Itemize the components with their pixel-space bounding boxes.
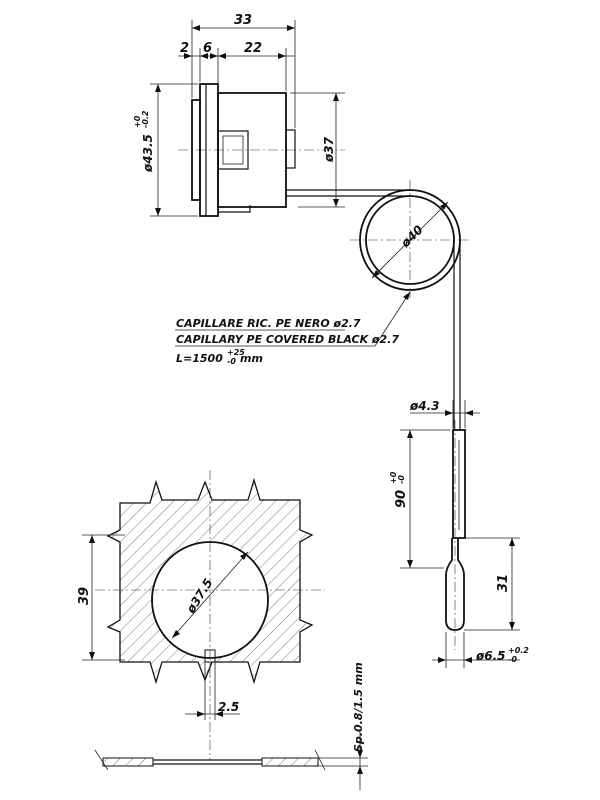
note-line-1: CAPILLARE RIC. PE NERO ø2.7 [176,317,361,330]
note-line-3: L=1500 [176,352,223,365]
note-line-2: CAPILLARY PE COVERED BLACK ø2.7 [176,333,399,346]
note-line-3-tol-lower: -0 [227,357,236,366]
panel-section-view: Sp.0.8/1.5 mm [94,662,368,790]
cutout-height-label: 39 [77,587,92,605]
front-diameter-label: ø43.5 [141,134,155,173]
probe-tol-lower: -0 [508,655,517,664]
probe-tol-upper: +0.2 [508,646,529,655]
probe-diameter-label: ø6.5 [475,649,506,663]
probe-dimensions: ø4.3 90 +0 -0 31 ø6.5 +0.2 -0 [389,399,529,668]
probe-assembly [445,420,466,650]
gauge-side-view [178,83,410,217]
panel-thickness-label: Sp.0.8/1.5 mm [352,662,365,752]
flange-label: 2 [180,41,189,56]
gauge-dimensions: 33 2 6 22 ø43.5 +0 -0.2 ø37 [133,13,345,217]
note-line-3-unit: mm [240,352,263,365]
bulb-tol-upper: +0 [389,471,398,484]
body-length-label: 22 [244,41,262,56]
capillary-coil: ø40 [350,180,470,430]
overall-length-label: 33 [234,13,252,28]
bulb-tol-lower: -0 [397,475,406,484]
note-line-3-tol-upper: +25 [227,348,245,357]
step-label: 6 [203,41,212,56]
cutout-diameter-label: ø37.5 [183,576,215,616]
coil-diameter-label: ø40 [398,223,426,251]
front-diameter-tol-upper: +0 [133,115,142,128]
key-width-label: 2.5 [218,700,239,714]
probe-length-label: 31 [496,574,511,592]
capillary-note: CAPILLARE RIC. PE NERO ø2.7 CAPILLARY PE… [175,291,411,366]
panel-cutout-view: ø37.5 39 2.5 [77,470,325,760]
capillary-diameter-label: ø4.3 [409,399,440,413]
bulb-length-label: 90 [394,490,409,508]
front-diameter-tol-lower: -0.2 [141,110,150,128]
body-diameter-label: ø37 [322,136,336,163]
